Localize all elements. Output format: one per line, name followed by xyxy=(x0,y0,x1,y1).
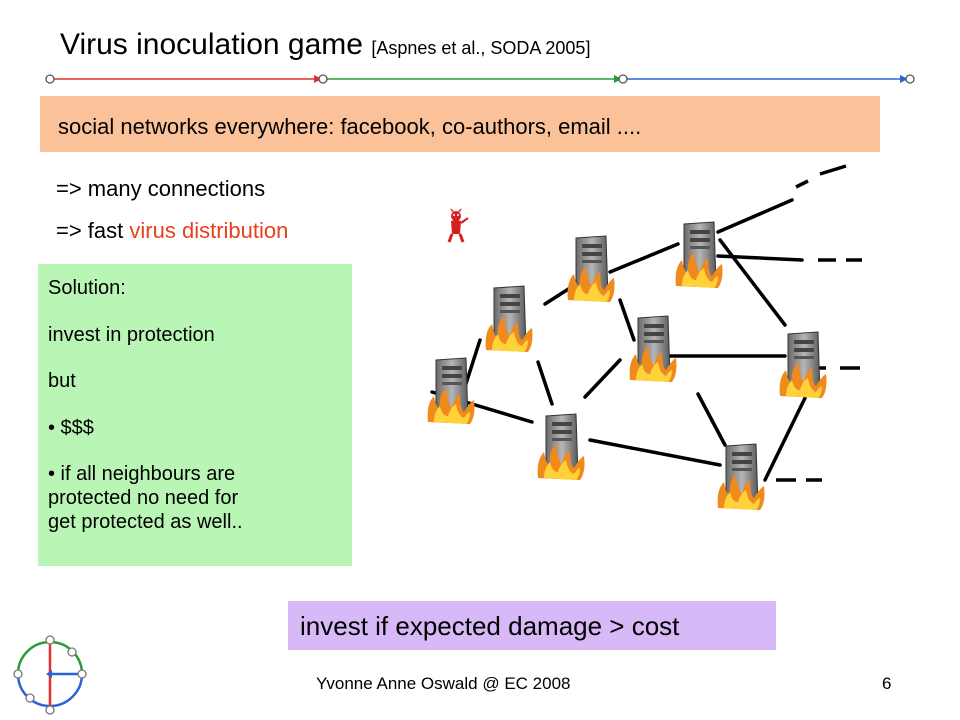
banner-text: social networks everywhere: facebook, co… xyxy=(58,114,642,139)
solution-bullet-neighbours: • if all neighbours are xyxy=(48,463,236,485)
conclusion-box: invest if expected damage > cost xyxy=(288,601,776,650)
server-on-fire-icon xyxy=(717,443,765,511)
server-on-fire-icon xyxy=(629,315,677,383)
network-logo-icon xyxy=(13,635,87,715)
solution-bullet-neighbours-cont1: protected no need for xyxy=(48,487,239,509)
network-diagram xyxy=(427,164,862,511)
solution-box: Solution: invest in protection but • $$$… xyxy=(38,264,352,566)
point-fast-virus: => fast virus distribution xyxy=(56,218,288,244)
solution-heading: Solution: xyxy=(48,277,126,299)
devil-icon xyxy=(447,208,469,243)
solution-line-but: but xyxy=(48,370,76,392)
solution-bullet-neighbours-cont2: get protected as well.. xyxy=(48,511,243,533)
server-on-fire-icon xyxy=(675,221,723,289)
title-main: Virus inoculation game xyxy=(60,28,363,61)
server-on-fire-icon xyxy=(779,331,827,399)
social-networks-banner: social networks everywhere: facebook, co… xyxy=(40,96,880,152)
slide-title: Virus inoculation game [Aspnes et al., S… xyxy=(60,28,590,62)
server-on-fire-icon xyxy=(485,285,533,353)
point-many-connections: => many connections xyxy=(56,176,266,201)
server-on-fire-icon xyxy=(567,235,615,303)
server-on-fire-icon xyxy=(537,413,585,481)
title-rule xyxy=(45,74,915,84)
page-number: 6 xyxy=(882,674,892,693)
solution-line-invest: invest in protection xyxy=(48,324,215,346)
point-fast-prefix: => fast xyxy=(56,218,130,243)
conclusion-text: invest if expected damage > cost xyxy=(300,611,680,641)
point-virus-highlight: virus distribution xyxy=(129,218,289,243)
solution-bullet-money: • $$$ xyxy=(48,417,94,439)
title-citation: [Aspnes et al., SODA 2005] xyxy=(371,38,591,58)
footer-author: Yvonne Anne Oswald @ EC 2008 xyxy=(316,674,571,693)
